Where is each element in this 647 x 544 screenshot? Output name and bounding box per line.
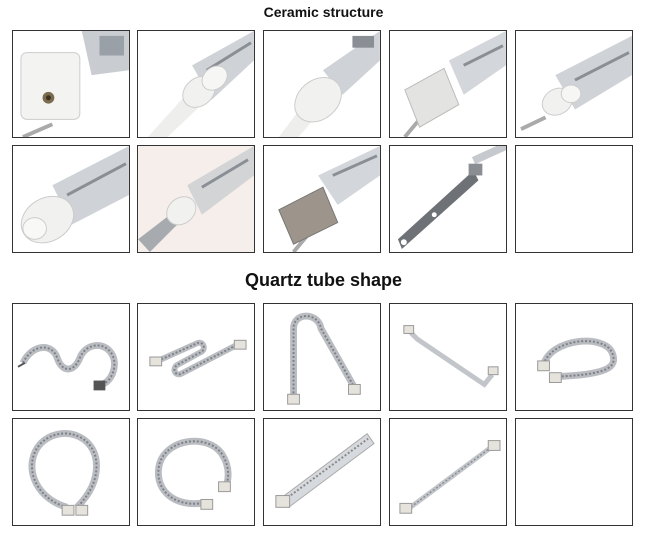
ceramic-cylinder-icon [278,31,380,137]
ceramic-item[interactable] [389,30,507,138]
section-title-ceramic: Ceramic structure [263,4,384,20]
empty-cell [515,145,633,253]
ceramic-item[interactable] [263,145,381,253]
ceramic-flat-block-icon [278,146,380,252]
ceramic-item[interactable] [12,30,130,138]
ceramic-cylinder-end-icon [20,146,129,244]
quartz-item[interactable] [389,418,507,526]
ceramic-item[interactable] [137,30,255,138]
ceramic-item[interactable] [389,145,507,253]
quartz-item[interactable] [137,303,255,411]
quartz-item[interactable] [12,303,130,411]
quartz-item[interactable] [389,303,507,411]
section-title-quartz: Quartz tube shape [244,270,403,290]
ceramic-item[interactable] [263,30,381,138]
zigzag-tube-icon [149,339,247,378]
ceramic-square-block-icon [403,31,506,137]
quartz-item[interactable] [137,418,255,526]
quartz-item[interactable] [263,418,381,526]
ceramic-item[interactable] [12,145,130,253]
u-shape-tube-icon [287,312,361,405]
ceramic-item[interactable] [137,145,255,253]
ceramic-collar-rod-icon [138,146,254,252]
quartz-item[interactable] [515,303,633,411]
ceramic-ring-tube-icon [520,35,632,131]
empty-cell [515,418,633,526]
ceramic-round-collar-icon [147,31,254,137]
omega-ring-tube-icon [28,430,100,516]
ceramic-item[interactable] [515,30,633,138]
arc-tube-icon [537,337,617,384]
metal-strip-bracket-icon [397,146,506,250]
bent-ends-tube-icon [403,325,499,388]
serpentine-tube-icon [17,342,118,391]
quartz-item[interactable] [12,418,130,526]
straight-tube-icon [399,440,501,514]
circle-ring-tube-icon [154,437,232,510]
twin-straight-tube-icon [275,433,375,509]
ceramic-cap-screw-icon [20,31,129,137]
quartz-item[interactable] [263,303,381,411]
